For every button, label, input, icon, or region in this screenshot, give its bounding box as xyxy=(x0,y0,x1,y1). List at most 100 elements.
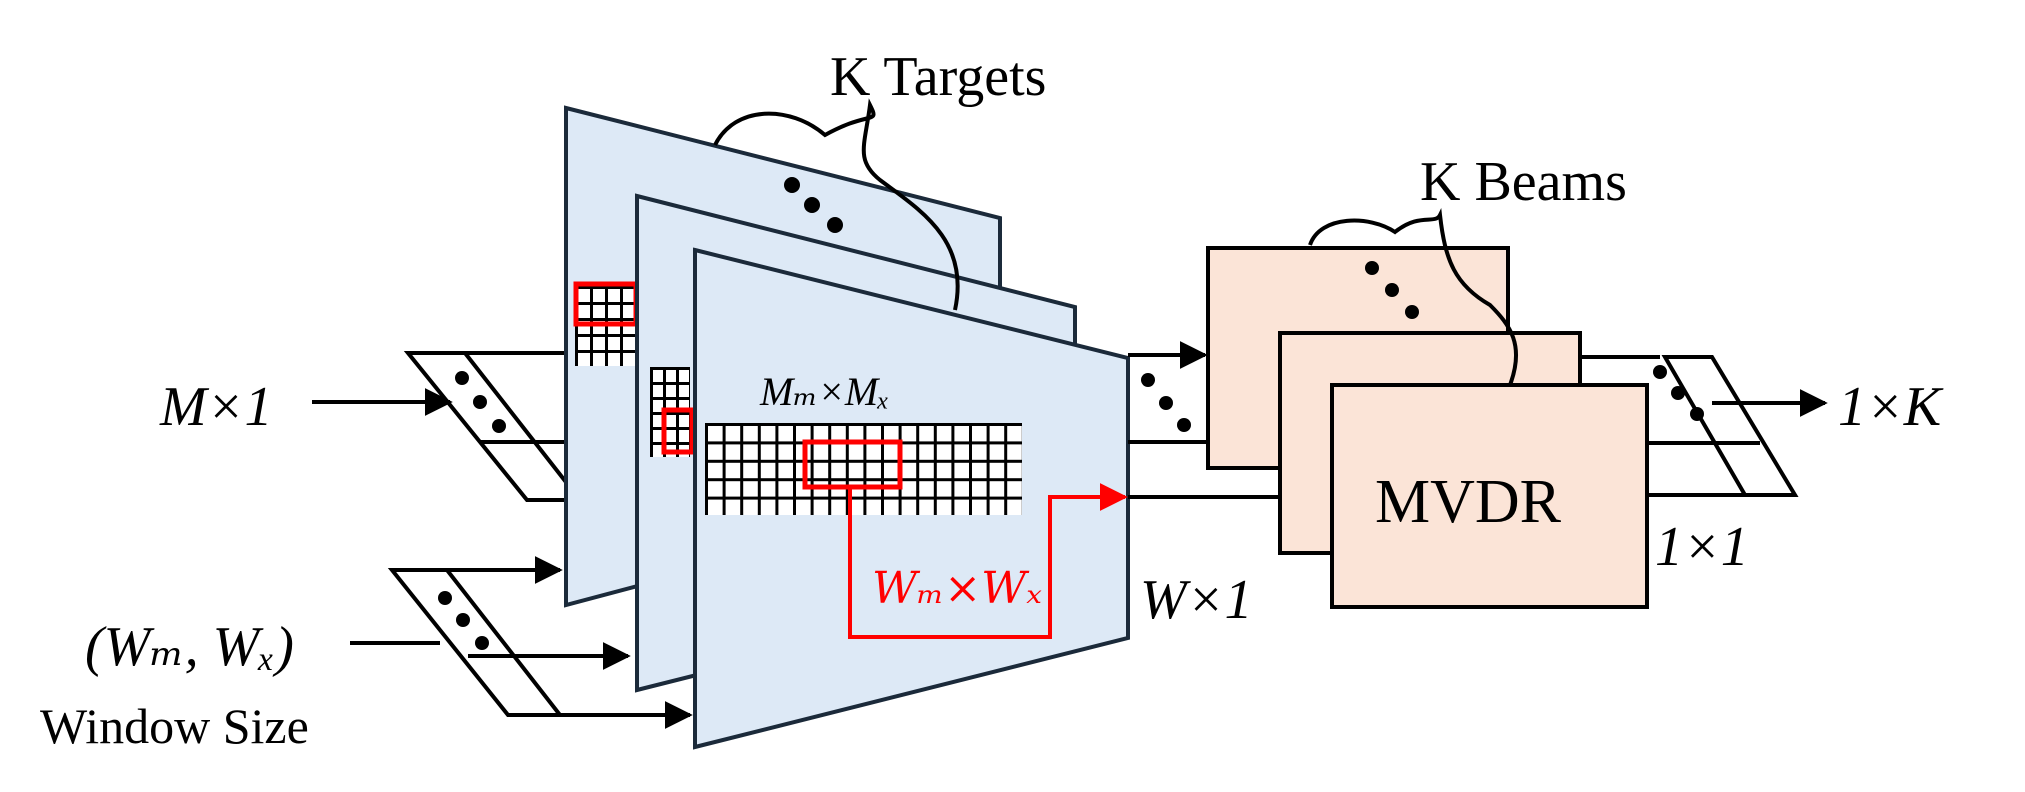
grid-cell xyxy=(989,444,1005,460)
grid-cell xyxy=(796,499,811,515)
grid-cell xyxy=(972,481,987,497)
panel-2-grid-cells xyxy=(653,370,689,457)
panel-3-grid xyxy=(705,423,1022,515)
grid-cell xyxy=(919,462,934,479)
subarray-size-label: Wₘ×Wₓ xyxy=(872,563,1042,614)
grid-cell xyxy=(1007,462,1022,479)
grid-cell xyxy=(708,481,723,497)
grid-cell xyxy=(593,289,605,302)
grid-cell xyxy=(866,426,881,442)
grid-cell xyxy=(608,289,620,302)
grid-cell xyxy=(1007,499,1022,515)
output-combiner xyxy=(1661,355,1799,497)
grid-cell xyxy=(578,305,590,318)
grid-cell xyxy=(901,426,917,442)
grid-cell xyxy=(901,444,917,460)
grid-cell xyxy=(972,426,987,442)
grid-cell xyxy=(936,444,952,460)
grid-cell xyxy=(778,444,793,460)
grid-cell xyxy=(608,337,620,350)
grid-cell xyxy=(866,444,881,460)
grid-cell xyxy=(936,426,952,442)
grid-cell xyxy=(679,400,689,412)
grid-cell xyxy=(901,462,917,479)
k-targets-brace xyxy=(713,98,960,311)
grid-cell xyxy=(796,426,811,442)
grid-cell xyxy=(708,426,723,442)
grid-cell xyxy=(708,462,723,479)
panel-2-window xyxy=(661,407,695,455)
grid-cell xyxy=(608,353,620,366)
grid-cell xyxy=(831,444,846,460)
output-size-label: 1×K xyxy=(1838,376,1944,438)
grid-cell xyxy=(831,426,846,442)
grid-cell xyxy=(666,415,676,427)
grid-cell xyxy=(813,499,829,515)
grid-cell xyxy=(813,462,829,479)
grid-cell xyxy=(831,499,846,515)
grid-cell xyxy=(760,481,776,497)
grid-cell xyxy=(653,385,663,397)
grid-cell xyxy=(593,337,605,350)
grid-cell xyxy=(725,444,741,460)
grid-cell xyxy=(708,444,723,460)
grid-cell xyxy=(760,462,776,479)
window-size-math-label: (Wₘ, Wₓ) xyxy=(85,616,294,678)
grid-cell xyxy=(989,426,1005,442)
grid-cell xyxy=(578,289,590,302)
window-size-text-label: Window Size xyxy=(40,698,309,754)
panel-stack-dots xyxy=(784,177,843,233)
k-beams-label: K Beams xyxy=(1420,151,1627,213)
grid-cell xyxy=(608,305,620,318)
grid-cell xyxy=(593,305,605,318)
grid-cell xyxy=(989,499,1005,515)
grid-cell xyxy=(679,370,689,382)
grid-cell xyxy=(884,499,899,515)
grid-cell xyxy=(954,444,969,460)
grid-cell xyxy=(623,289,635,302)
grid-cell xyxy=(1007,444,1022,460)
grid-cell xyxy=(972,462,987,479)
grid-cell xyxy=(848,499,864,515)
target-panel-3: Mₘ×Mₓ Wₘ×Wₓ xyxy=(693,247,1130,750)
grid-cell xyxy=(653,400,663,412)
grid-cell xyxy=(578,337,590,350)
weight-dots xyxy=(1141,373,1191,432)
grid-cell xyxy=(760,426,776,442)
grid-cell xyxy=(901,481,917,497)
grid-cell xyxy=(743,462,758,479)
grid-cell xyxy=(593,353,605,366)
panel-3-grid-cells xyxy=(708,426,1022,515)
grid-cell xyxy=(666,430,676,442)
grid-cell xyxy=(623,353,635,366)
grid-cell xyxy=(1007,481,1022,497)
grid-cell xyxy=(884,426,899,442)
grid-cell xyxy=(954,499,969,515)
subarray-window xyxy=(802,439,903,490)
grid-cell xyxy=(989,462,1005,479)
grid-cell xyxy=(623,337,635,350)
grid-cell xyxy=(725,499,741,515)
subarray-route xyxy=(848,483,1128,639)
grid-cell xyxy=(743,444,758,460)
grid-cell xyxy=(848,444,864,460)
grid-cell xyxy=(919,499,934,515)
input-size-label: M×1 xyxy=(159,376,272,438)
grid-cell xyxy=(778,499,793,515)
grid-cell xyxy=(831,462,846,479)
grid-cell xyxy=(725,426,741,442)
grid-cell xyxy=(813,426,829,442)
grid-cell xyxy=(989,481,1005,497)
grid-cell xyxy=(866,462,881,479)
grid-cell xyxy=(666,385,676,397)
window-splitter-dots xyxy=(438,591,489,650)
beam-output-label: 1×1 xyxy=(1655,516,1749,578)
grid-cell xyxy=(708,499,723,515)
grid-cell xyxy=(1007,426,1022,442)
grid-cell xyxy=(653,430,663,442)
grid-cell xyxy=(884,462,899,479)
grid-cell xyxy=(954,426,969,442)
output-dots xyxy=(1653,365,1704,421)
grid-cell xyxy=(743,426,758,442)
grid-cell xyxy=(743,481,758,497)
